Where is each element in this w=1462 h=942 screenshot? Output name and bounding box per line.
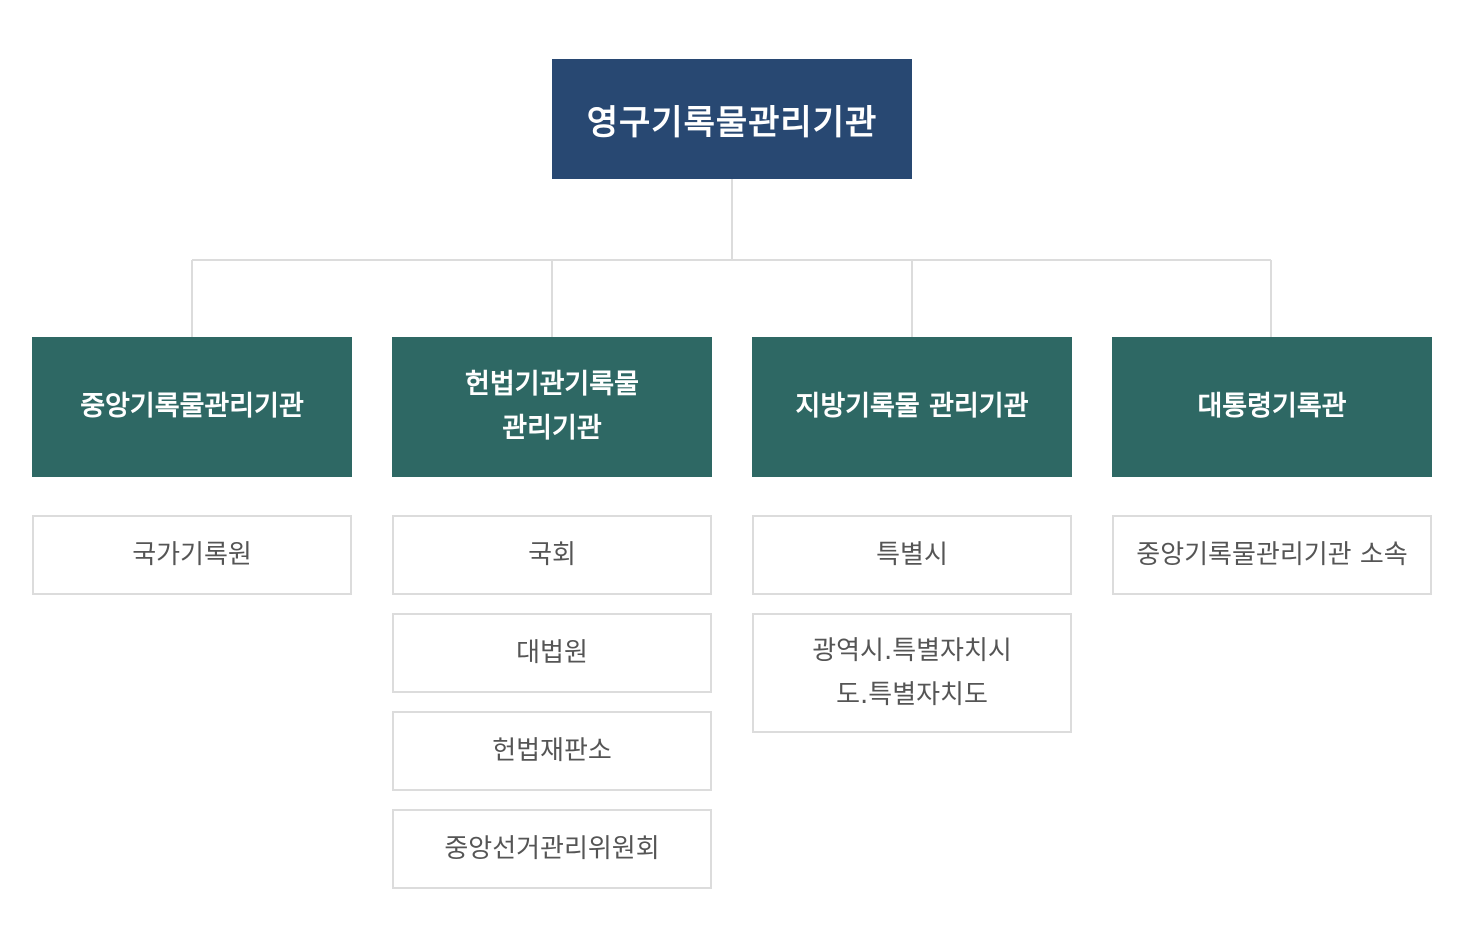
child-special-city: 특별시: [752, 515, 1072, 595]
child-election-commission: 중앙선거관리위원회: [392, 809, 712, 889]
child-national-archives: 국가기록원: [32, 515, 352, 595]
root-node: 영구기록물관리기관: [552, 59, 912, 179]
child-national-assembly: 국회: [392, 515, 712, 595]
category-constitutional: 헌법기관기록물 관리기관: [392, 337, 712, 477]
category-local: 지방기록물 관리기관: [752, 337, 1072, 477]
child-central-affiliated: 중앙기록물관리기관 소속: [1112, 515, 1432, 595]
category-central: 중앙기록물관리기관: [32, 337, 352, 477]
child-supreme-court: 대법원: [392, 613, 712, 693]
child-metropolitan-provinces: 광역시.특별자치시 도.특별자치도: [752, 613, 1072, 733]
child-constitutional-court: 헌법재판소: [392, 711, 712, 791]
category-presidential: 대통령기록관: [1112, 337, 1432, 477]
